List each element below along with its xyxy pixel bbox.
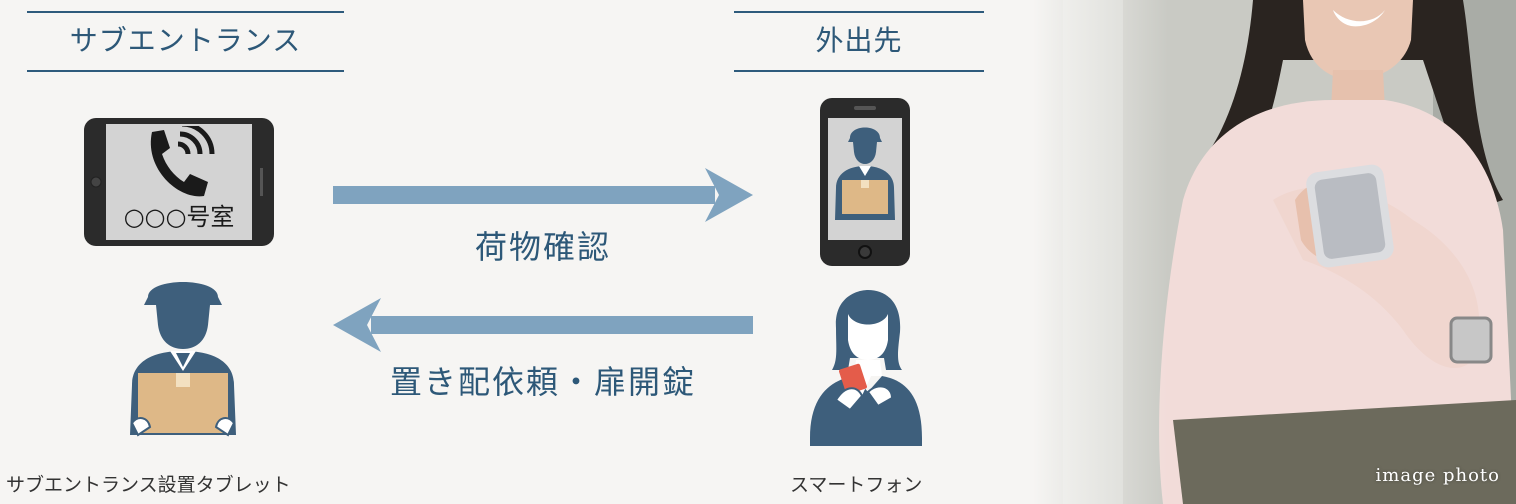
right-caption: スマートフォン <box>790 474 923 496</box>
back-arrow-label: 置き配依頼・扉開錠 <box>389 363 696 401</box>
photo-tag: image photo <box>1375 465 1500 486</box>
right-heading-top-rule <box>734 11 984 13</box>
woman-with-phone-image <box>1033 0 1516 504</box>
left-heading: サブエントランス <box>69 24 302 57</box>
delivery-person-icon <box>118 275 248 445</box>
forward-arrow <box>333 168 753 222</box>
tablet-room-text: ○○○号室 <box>123 203 235 231</box>
left-caption: サブエントランス設置タブレット <box>6 474 291 496</box>
phone-ringing-icon <box>138 121 218 204</box>
photo-panel: image photo <box>1033 0 1516 504</box>
left-heading-bottom-rule <box>27 70 344 72</box>
smartphone-icon <box>820 98 910 266</box>
woman-icon <box>806 288 926 448</box>
back-arrow <box>333 298 753 352</box>
right-heading: 外出先 <box>815 24 903 57</box>
right-heading-bottom-rule <box>734 70 984 72</box>
left-heading-top-rule <box>27 11 344 13</box>
forward-arrow-label: 荷物確認 <box>474 228 611 266</box>
